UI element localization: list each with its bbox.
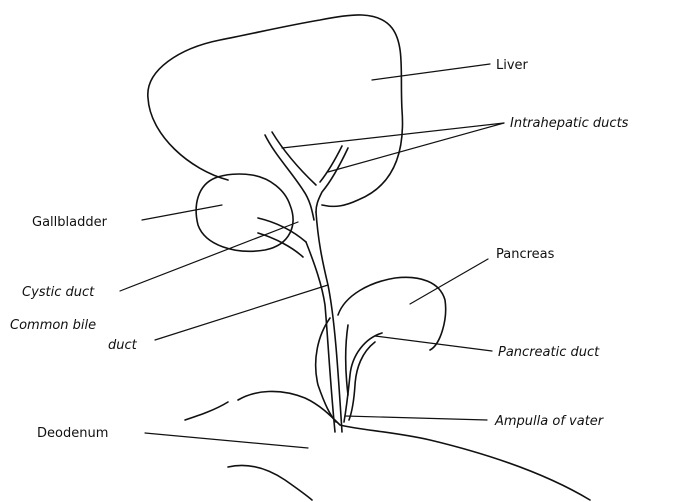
gallbladder-outline	[196, 174, 293, 251]
intrahepatic-leader-2	[328, 123, 504, 172]
cystic-duct-lower	[258, 233, 303, 257]
common-bile-duct-label-line2: duct	[108, 338, 138, 353]
liver-outline	[148, 15, 403, 206]
duodenum-label: Deodenum	[37, 426, 108, 441]
ampulla-label: Ampulla of vater	[494, 414, 605, 429]
duodenum-leader	[145, 433, 308, 448]
intrahepatic-leader-1	[282, 123, 504, 148]
gallbladder-label: Gallbladder	[32, 215, 108, 230]
cystic-duct-label: Cystic duct	[22, 285, 95, 300]
ampulla-leader	[345, 416, 487, 420]
pancreatic-duct-label: Pancreatic duct	[498, 345, 600, 360]
gallbladder-leader	[142, 205, 222, 220]
intrahepatic-duct-right-inner	[320, 146, 342, 182]
pancreatic-duct-lower	[349, 342, 375, 420]
pancreatic-duct-upper	[344, 333, 382, 422]
cystic-duct-leader	[120, 222, 298, 291]
liver-label: Liver	[496, 58, 529, 73]
pancreas-label: Pancreas	[496, 247, 555, 262]
pancreas-inner	[346, 325, 348, 395]
liver-leader	[372, 64, 490, 80]
cystic-duct-upper	[258, 218, 306, 242]
common-bile-duct-label-line1: Common bile	[10, 318, 96, 333]
pancreas-outline	[338, 277, 446, 350]
duodenum-left	[185, 402, 228, 420]
pancreatic-duct-leader	[375, 336, 492, 351]
intrahepatic-ducts-label: Intrahepatic ducts	[510, 116, 629, 131]
common-bile-duct-right	[316, 212, 342, 432]
pancreas-leader	[410, 259, 488, 304]
common-bile-duct-leader	[155, 285, 328, 340]
duodenum-lower	[228, 465, 312, 500]
